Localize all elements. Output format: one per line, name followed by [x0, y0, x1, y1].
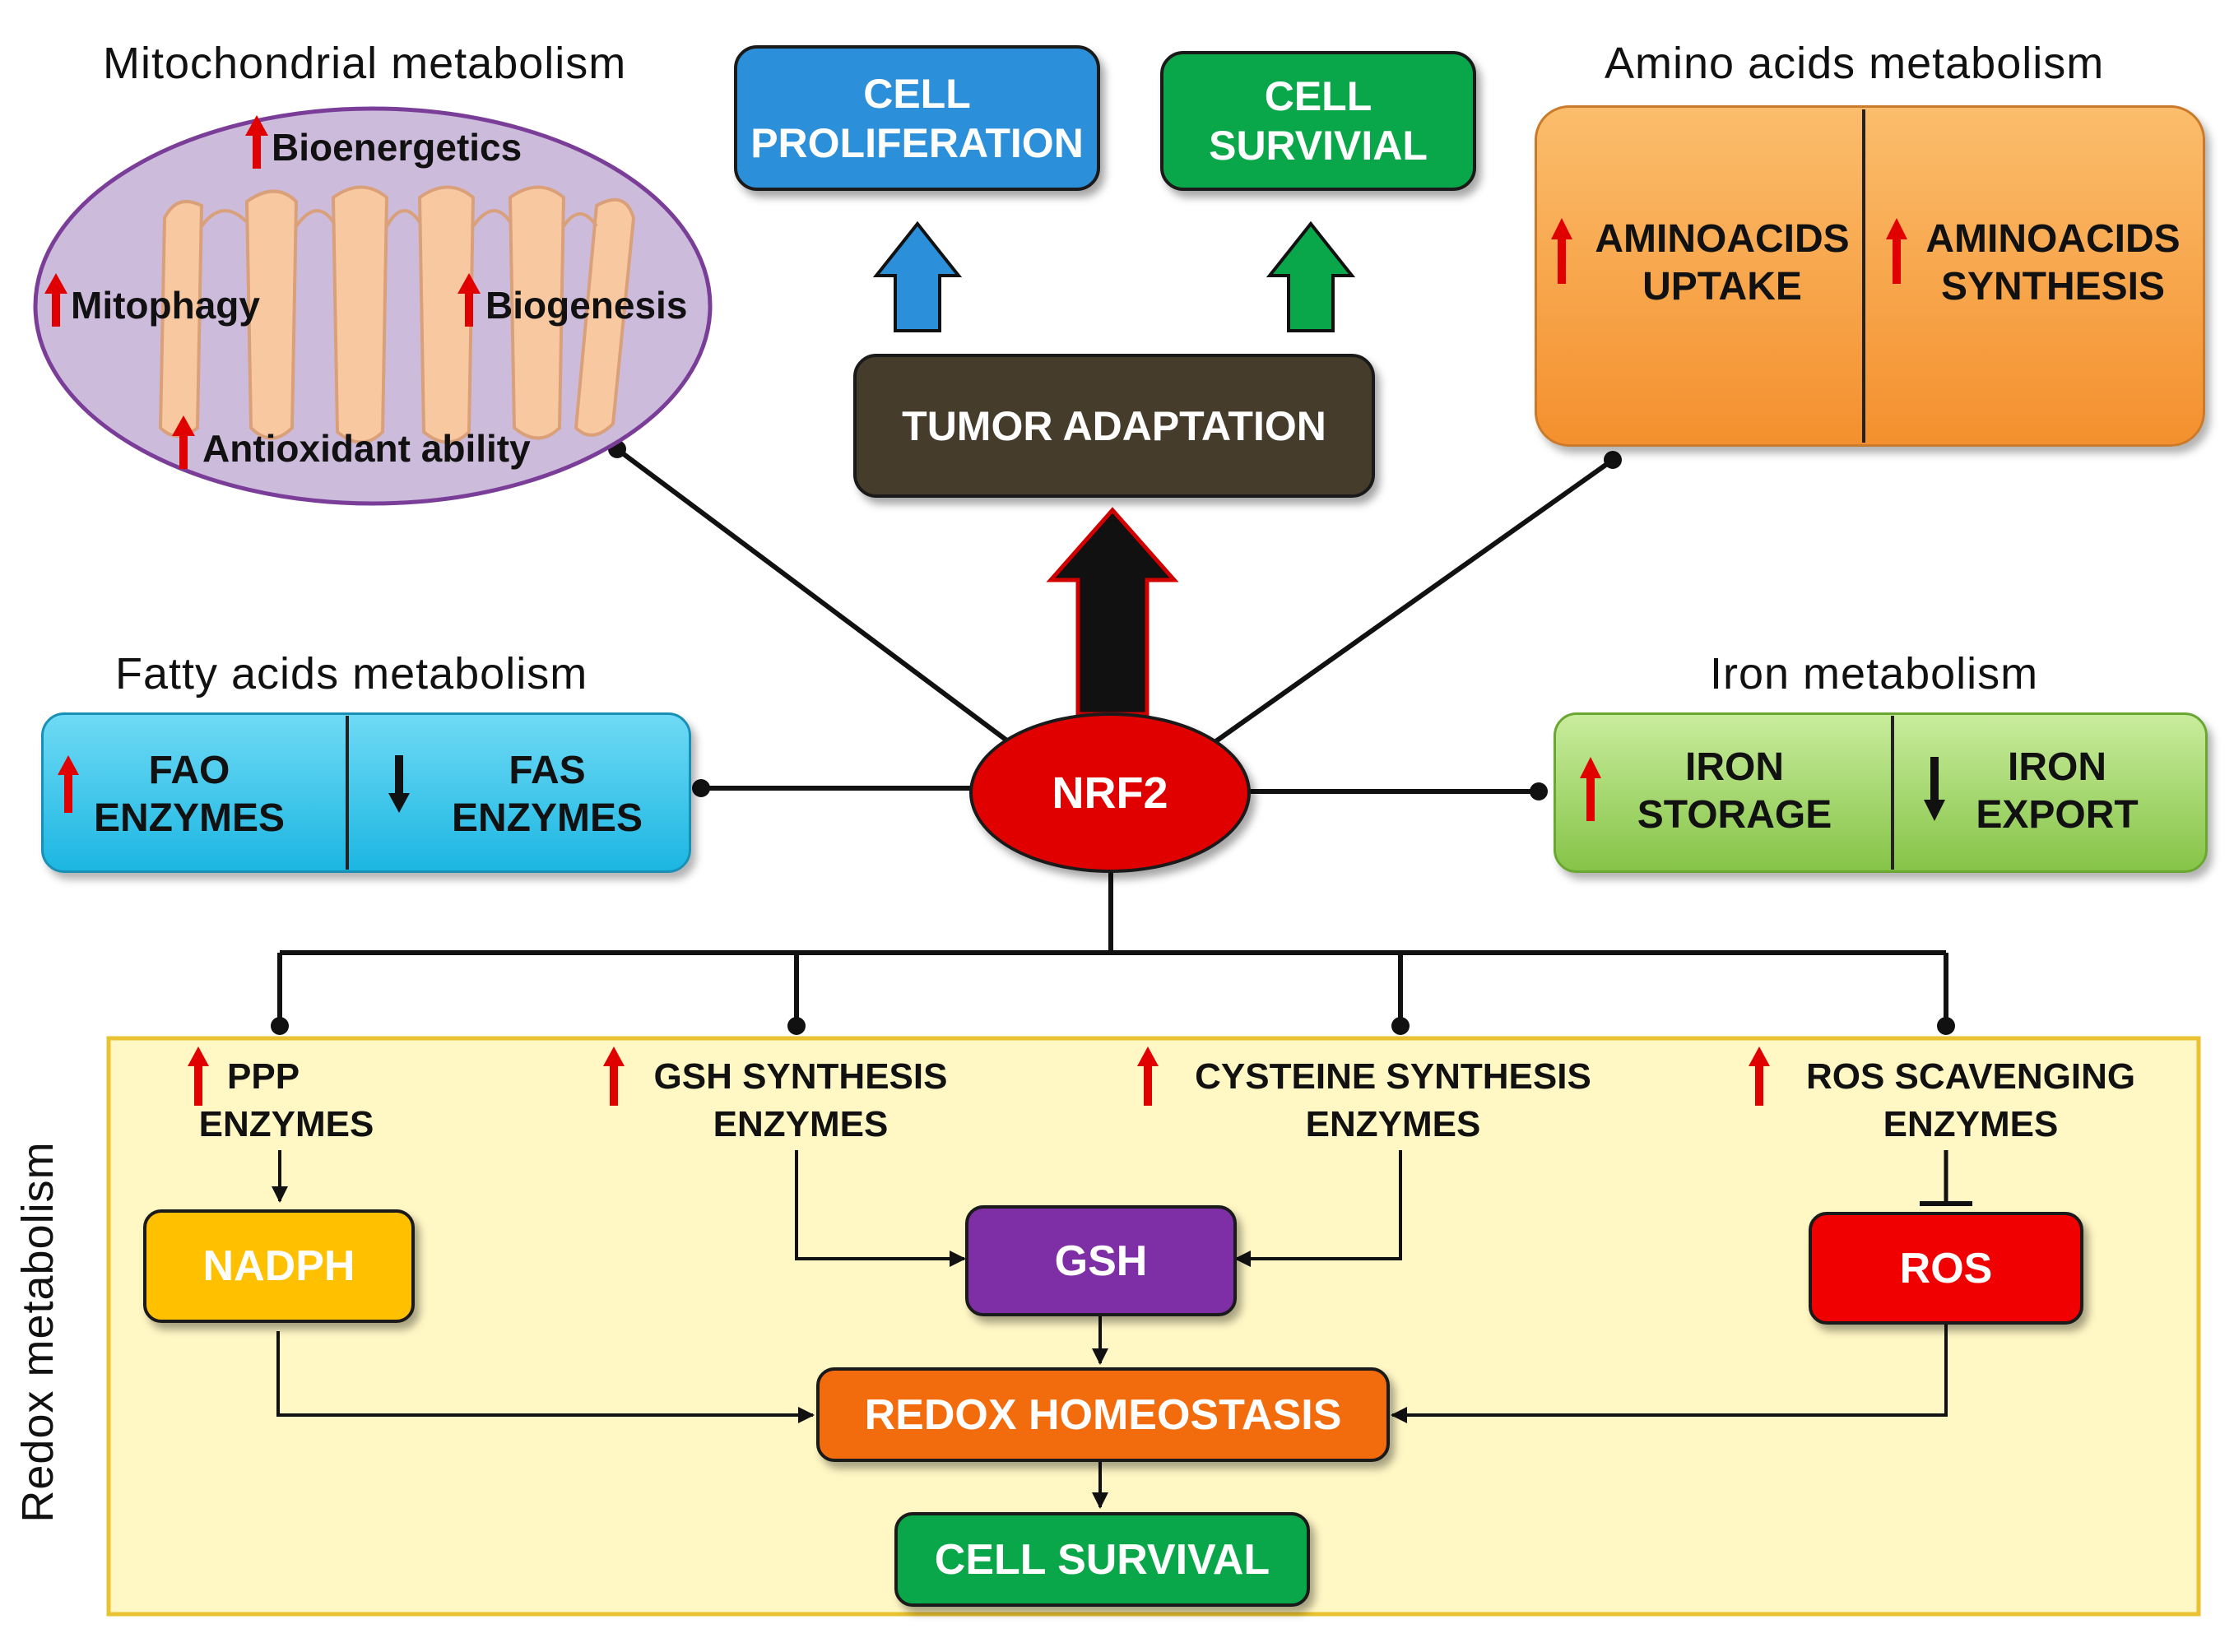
amino-divider [1862, 109, 1865, 443]
antioxidant-label: Antioxidant ability [202, 427, 531, 470]
mitochondrial-title: Mitochondrial metabolism [103, 39, 627, 88]
dot-cys [1391, 1017, 1410, 1035]
bioenergetics-label: Bioenergetics [272, 126, 523, 169]
redox-homeostasis-node: REDOX HOMEOSTASIS [816, 1367, 1390, 1462]
red-up-arrow-icon [603, 1046, 625, 1106]
black-down-arrow-icon [1924, 757, 1945, 821]
arrow-gshsyn-gsh [795, 1150, 966, 1267]
black-up-arrow-icon [1046, 507, 1179, 717]
cell-survival-top-box: CELL SURVIVIAL [1160, 51, 1476, 191]
mito-arrows [44, 115, 481, 469]
iron-box [1554, 712, 2208, 873]
redox-title: Redox metabolism [13, 1141, 63, 1523]
line-nrf2-mito [615, 447, 1019, 751]
red-up-arrow-icon [1580, 757, 1601, 821]
arrow-ros-homeostasis [1391, 1325, 1948, 1423]
red-up-arrow-icon [58, 755, 79, 813]
red-up-arrow-icon [1137, 1046, 1159, 1106]
red-up-arrow-icon [1551, 218, 1572, 284]
cell-survival-node: CELL SURVIVAL [894, 1512, 1310, 1607]
amino-title: Amino acids metabolism [1605, 39, 2105, 88]
mitophagy-label: Mitophagy [71, 284, 260, 327]
cristae-links [200, 209, 598, 228]
green-up-arrow-icon [1266, 220, 1356, 332]
nrf2-node: NRF2 [969, 712, 1251, 873]
gsh-node: GSH [965, 1205, 1237, 1316]
black-down-arrow-icon [388, 755, 410, 813]
blue-up-arrow-icon [872, 220, 963, 332]
fatty-divider [346, 716, 349, 870]
arrow-nadph-homeostasis [276, 1331, 815, 1423]
arrow-cys-gsh [1234, 1150, 1402, 1267]
mitochondrion-cristae [158, 185, 636, 444]
cell-proliferation-box: CELL PROLIFERATION [734, 45, 1100, 191]
tumor-adaptation-box: TUMOR ADAPTATION [853, 354, 1375, 498]
dot-iron [1530, 782, 1548, 800]
line-nrf2-amino [1204, 457, 1614, 751]
ros-node: ROS [1809, 1212, 2083, 1325]
iron-title: Iron metabolism [1710, 649, 2039, 698]
iron-divider [1891, 716, 1894, 870]
nadph-node: NADPH [143, 1209, 415, 1323]
red-up-arrow-icon [1749, 1046, 1770, 1106]
amino-acids-box [1535, 105, 2205, 447]
dot-gsh-syn [787, 1017, 806, 1035]
fatty-acids-box [41, 712, 691, 873]
biogenesis-label: Biogenesis [485, 284, 688, 327]
dot-amino [1604, 451, 1622, 469]
red-up-arrow-icon [188, 1046, 209, 1106]
red-up-arrow-icon [1886, 218, 1907, 284]
dot-ros-scav [1937, 1017, 1955, 1035]
dot-ppp [271, 1017, 289, 1035]
dot-fatty [692, 779, 710, 797]
fatty-title: Fatty acids metabolism [115, 649, 588, 698]
